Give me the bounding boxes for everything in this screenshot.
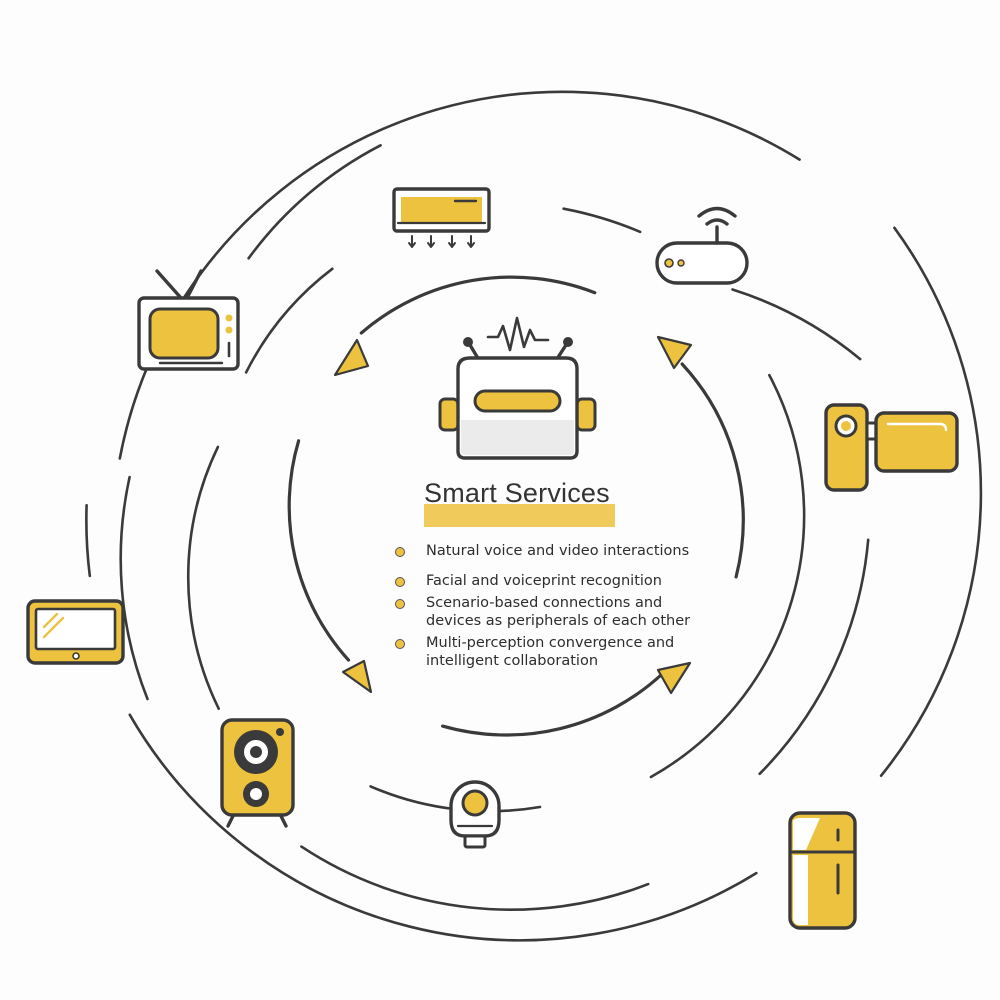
arrow-head-top-right	[656, 335, 693, 370]
bullet-dot	[395, 547, 405, 557]
service-line: Facial and voiceprint recognition	[426, 573, 662, 589]
list-item: Scenario-based connections and devices a…	[392, 594, 712, 630]
bullet-dot	[395, 577, 405, 587]
service-line: intelligent collaboration	[426, 653, 599, 669]
smart-camera-icon	[449, 780, 501, 849]
list-item: Natural voice and video interactions	[392, 542, 712, 560]
list-item: Multi-perception convergence and intelli…	[392, 634, 712, 670]
router-icon	[655, 206, 749, 285]
service-line: Natural voice and video interactions	[426, 543, 690, 559]
arrow-head-top-left	[333, 338, 370, 377]
services-list: Natural voice and video interactions Fac…	[392, 542, 712, 669]
tablet-icon	[26, 599, 125, 665]
service-line: devices as peripherals of each other	[426, 613, 691, 629]
list-item: Facial and voiceprint recognition	[392, 572, 712, 590]
center-arrows	[287, 275, 745, 737]
refrigerator-icon	[788, 811, 857, 930]
robot-icon	[438, 316, 597, 460]
speaker-icon	[220, 718, 295, 828]
bullet-dot	[395, 639, 405, 649]
center-title: Smart Services	[424, 478, 616, 530]
middle-ring	[119, 144, 870, 911]
service-line: Scenario-based connections and	[426, 595, 663, 611]
title-highlight-bar	[424, 504, 615, 527]
bullet-dot	[395, 599, 405, 609]
air-conditioner-icon	[392, 187, 491, 248]
camcorder-icon	[824, 403, 959, 492]
service-line: Multi-perception convergence and	[426, 635, 675, 651]
arrow-head-bottom-right	[656, 661, 692, 695]
arrow-head-bottom-left	[341, 659, 373, 694]
television-icon	[137, 269, 240, 371]
title-text: Smart Services	[424, 478, 610, 508]
